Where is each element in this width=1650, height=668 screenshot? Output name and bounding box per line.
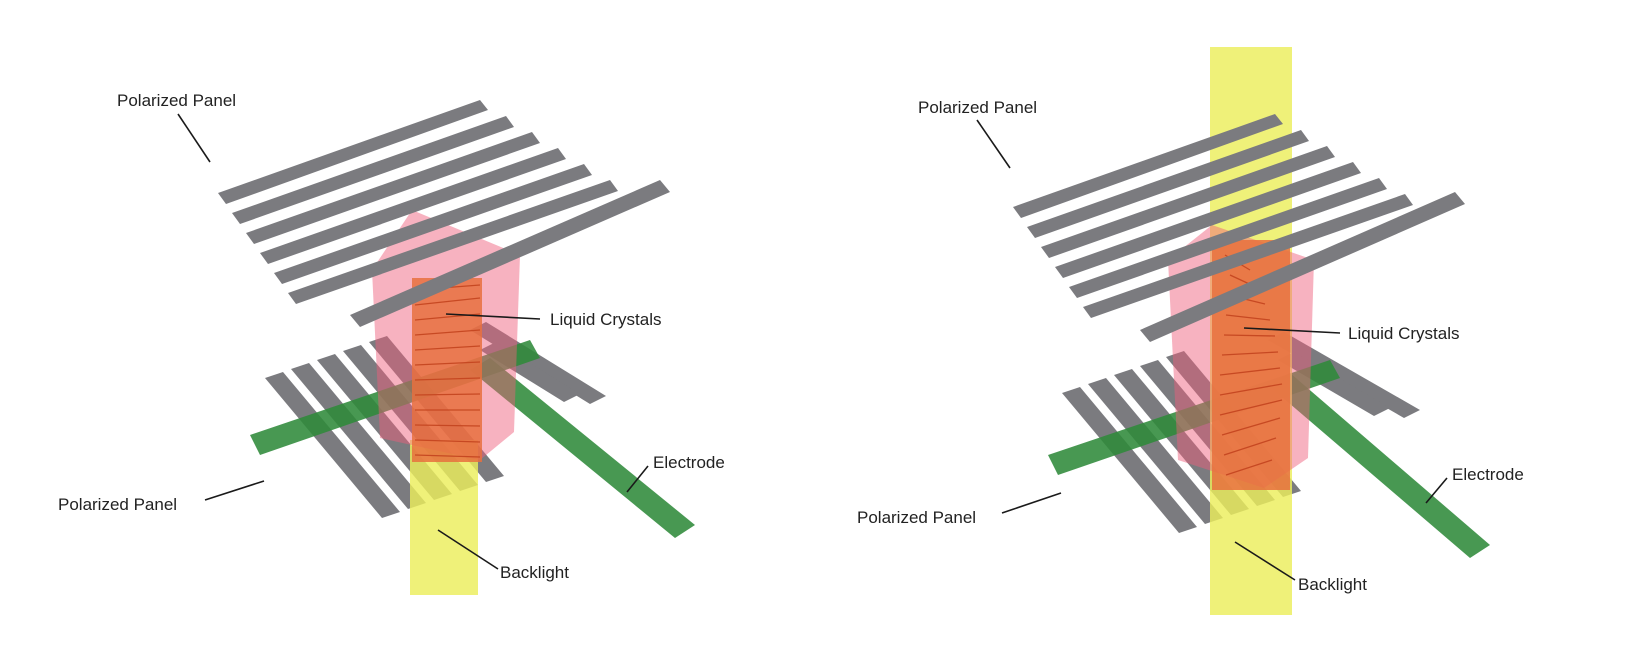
label-liquid-crystals-left: Liquid Crystals	[550, 310, 662, 329]
top-slat	[246, 132, 540, 244]
top-slat	[1069, 178, 1387, 298]
lc-molecule	[1221, 417, 1281, 436]
label-top-panel-right: Polarized Panel	[918, 98, 1037, 117]
lc-molecule	[1219, 367, 1281, 376]
lc-molecule	[414, 393, 481, 396]
lc-molecule	[414, 454, 481, 458]
leader-electrode-right	[1425, 477, 1448, 504]
electrode-left-b	[470, 358, 695, 538]
lc-molecule	[1219, 399, 1283, 416]
lc-molecule	[1223, 334, 1276, 337]
diagram-left: Polarized Panel Liquid Crystals Electrod…	[58, 91, 725, 595]
top-slat	[288, 180, 618, 304]
top-slat	[350, 180, 670, 327]
label-top-panel-left: Polarized Panel	[117, 91, 236, 110]
backlight-beam-left	[410, 440, 478, 595]
label-electrode-left: Electrode	[653, 453, 725, 472]
leader-liquid-crystals-right	[1243, 327, 1341, 334]
lc-molecule	[1225, 314, 1271, 321]
label-bottom-panel-left: Polarized Panel	[58, 495, 177, 514]
top-polarized-panel-right	[1013, 114, 1465, 342]
label-electrode-right: Electrode	[1452, 465, 1524, 484]
top-slat	[1083, 194, 1413, 318]
lc-molecule	[414, 424, 481, 427]
lc-molecule	[414, 329, 481, 336]
bottom-slat	[1088, 378, 1223, 524]
bottom-slat	[1062, 387, 1197, 533]
leader-backlight-right	[1234, 541, 1296, 581]
bottom-slat	[265, 372, 400, 518]
lc-molecule	[1219, 383, 1283, 396]
top-slat	[1055, 162, 1361, 278]
lc-molecule	[414, 361, 481, 366]
bottom-slat	[291, 363, 426, 509]
electrode-right-b	[1268, 373, 1490, 558]
top-slat	[1027, 130, 1309, 238]
leader-liquid-crystals-left	[445, 313, 541, 320]
liquid-crystal-core-left	[412, 278, 482, 462]
top-slat	[260, 148, 566, 264]
leader-top-panel-right	[976, 119, 1011, 169]
top-slat	[232, 116, 514, 224]
top-slat	[1140, 192, 1465, 342]
lc-molecule	[1223, 437, 1277, 456]
leader-top-panel-left	[177, 113, 211, 163]
label-bottom-panel-right: Polarized Panel	[857, 508, 976, 527]
lc-molecule	[1225, 459, 1273, 476]
leader-bottom-panel-left	[204, 480, 265, 501]
lc-molecule	[414, 439, 481, 443]
lc-molecule	[414, 345, 481, 351]
label-backlight-right: Backlight	[1298, 575, 1367, 594]
top-slat	[274, 164, 592, 284]
middle-slat	[1268, 332, 1420, 418]
top-slat	[1041, 146, 1335, 258]
leader-electrode-left	[626, 465, 649, 493]
middle-slats-right	[1268, 332, 1420, 418]
top-slat	[1013, 114, 1283, 218]
leader-bottom-panel-right	[1001, 492, 1062, 514]
lc-molecule	[414, 297, 481, 306]
leader-backlight-left	[437, 529, 499, 570]
top-polarized-panel-left	[218, 100, 670, 327]
label-liquid-crystals-right: Liquid Crystals	[1348, 324, 1460, 343]
top-slat	[218, 100, 488, 204]
diagram-right: Polarized Panel Liquid Crystals Electrod…	[857, 47, 1524, 615]
lc-molecule	[1221, 351, 1279, 356]
middle-slat	[1278, 352, 1390, 416]
middle-slat	[470, 322, 606, 404]
lc-molecule	[414, 377, 481, 381]
label-backlight-left: Backlight	[500, 563, 569, 582]
